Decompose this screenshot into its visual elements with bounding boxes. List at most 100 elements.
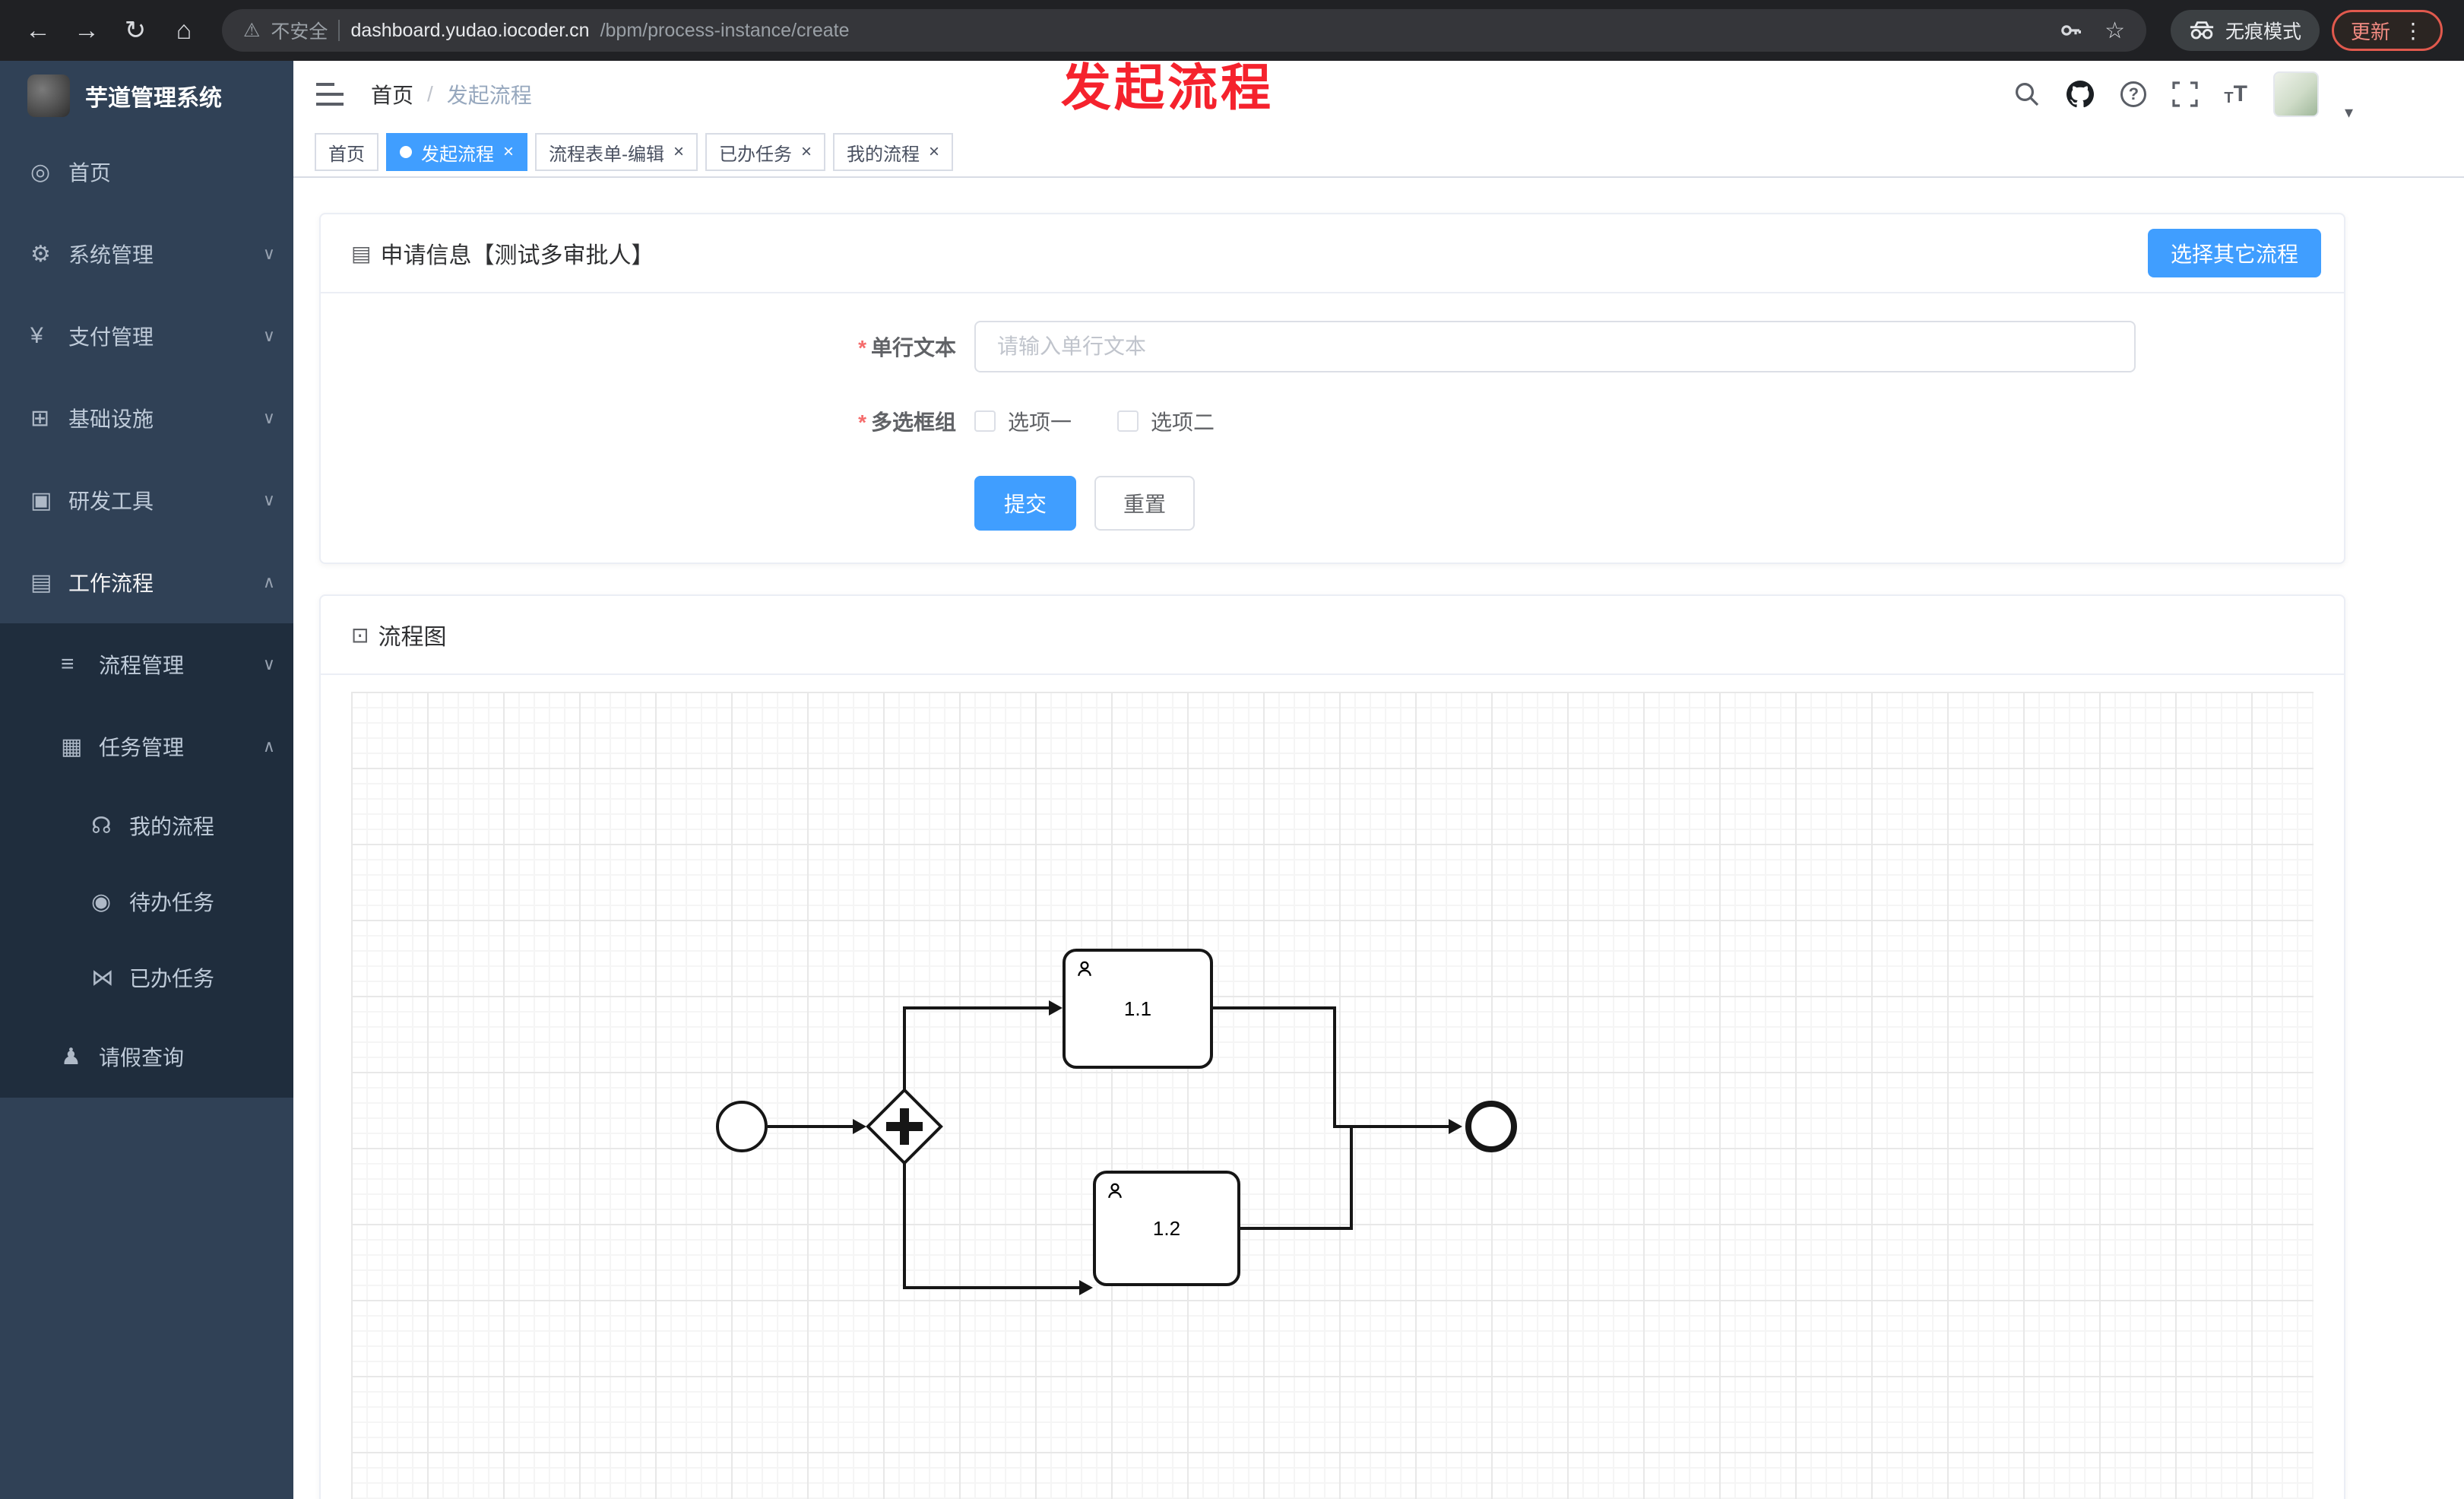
flow-diagram-card: ⊡ 流程图 bbox=[319, 594, 2345, 1499]
sidebar-item-home[interactable]: ◎ 首页 bbox=[0, 131, 293, 213]
user-task-icon bbox=[1108, 1183, 1122, 1199]
checkbox-option-1[interactable] bbox=[974, 410, 996, 432]
bpmn-start-event[interactable] bbox=[716, 1101, 768, 1152]
done-icon: ⋈ bbox=[91, 965, 114, 990]
apply-info-title: 申请信息【测试多审批人】 bbox=[380, 243, 654, 268]
checkbox-option-1-label[interactable]: 选项一 bbox=[1008, 410, 1072, 434]
close-icon[interactable]: × bbox=[801, 141, 812, 162]
sidebar-item-my-process[interactable]: ☊ 我的流程 bbox=[0, 788, 293, 864]
close-icon[interactable]: × bbox=[929, 141, 940, 162]
browser-menu-dots-icon[interactable]: ⋮ bbox=[2402, 18, 2424, 43]
address-bar[interactable]: ⚠ 不安全 dashboard.yudao.iocoder.cn/bpm/pro… bbox=[222, 9, 2146, 52]
form-row-checkbox-group: *多选框组 选项一 选项二 bbox=[321, 406, 2344, 436]
bpmn-canvas[interactable]: 1.1 1.2 bbox=[351, 692, 2314, 1499]
forward-icon[interactable]: → bbox=[74, 15, 100, 45]
sidebar-item-label: 工作流程 bbox=[68, 572, 154, 595]
sidebar-item-label: 首页 bbox=[68, 161, 112, 185]
sidebar-item-workflow[interactable]: ▤ 工作流程 ∧ bbox=[0, 541, 293, 623]
password-key-icon[interactable] bbox=[2059, 18, 2083, 43]
page-content: ▤ 申请信息【测试多审批人】 选择其它流程 *单行文本 bbox=[293, 178, 2464, 1499]
sidebar-item-todo-tasks[interactable]: ◉ 待办任务 bbox=[0, 864, 293, 940]
form-row-text: *单行文本 bbox=[321, 321, 2344, 372]
close-icon[interactable]: × bbox=[503, 141, 515, 162]
sidebar-item-leave-query[interactable]: ♟ 请假查询 bbox=[0, 1016, 293, 1098]
tab-done-tasks[interactable]: 已办任务 × bbox=[705, 133, 826, 171]
close-icon[interactable]: × bbox=[673, 141, 685, 162]
bpmn-end-event[interactable] bbox=[1465, 1101, 1517, 1152]
gear-icon: ⚙ bbox=[30, 241, 51, 267]
field-label-text: 单行文本 bbox=[870, 336, 956, 360]
tab-label: 流程表单-编辑 bbox=[549, 144, 665, 165]
chevron-down-icon: ∨ bbox=[262, 408, 275, 427]
sidebar-item-label: 基础设施 bbox=[68, 407, 154, 431]
choose-other-process-button[interactable]: 选择其它流程 bbox=[2147, 229, 2321, 277]
bpmn-user-task-2[interactable]: 1.2 bbox=[1093, 1171, 1240, 1286]
url-path: /bpm/process-instance/create bbox=[600, 19, 850, 41]
sidebar-item-label: 待办任务 bbox=[129, 891, 215, 914]
checkbox-option-2[interactable] bbox=[1117, 410, 1139, 432]
sidebar-item-label: 支付管理 bbox=[68, 325, 154, 349]
avatar[interactable] bbox=[2272, 71, 2319, 117]
back-icon[interactable]: ← bbox=[25, 15, 51, 45]
sequence-flow bbox=[1333, 1125, 1452, 1128]
bpmn-user-task-1[interactable]: 1.1 bbox=[1063, 949, 1213, 1069]
breadcrumb-home[interactable]: 首页 bbox=[371, 84, 414, 107]
apply-form: *单行文本 *多选框组 选项一 选项二 bbox=[321, 293, 2344, 563]
tab-my-process[interactable]: 我的流程 × bbox=[833, 133, 954, 171]
sidebar-item-payment[interactable]: ¥ 支付管理 ∨ bbox=[0, 295, 293, 377]
sequence-flow bbox=[903, 1163, 906, 1289]
tab-home[interactable]: 首页 bbox=[315, 133, 378, 171]
annotation-title: 发起流程 bbox=[1061, 59, 1274, 116]
apply-info-card: ▤ 申请信息【测试多审批人】 选择其它流程 *单行文本 bbox=[319, 213, 2345, 564]
chevron-up-icon: ∧ bbox=[262, 572, 275, 591]
menu-fold-icon[interactable] bbox=[316, 83, 347, 106]
sidebar-item-system[interactable]: ⚙ 系统管理 ∨ bbox=[0, 213, 293, 295]
bookmark-star-icon[interactable]: ☆ bbox=[2105, 17, 2125, 43]
single-line-text-label: *单行文本 bbox=[321, 331, 974, 362]
update-label: 更新 bbox=[2350, 20, 2390, 43]
app-title: 芋道管理系统 bbox=[85, 86, 222, 111]
search-icon[interactable] bbox=[2014, 81, 2040, 107]
not-secure-label: 不安全 bbox=[271, 21, 328, 43]
github-icon[interactable] bbox=[2066, 80, 2095, 109]
tab-start-process[interactable]: 发起流程 × bbox=[386, 133, 528, 171]
tab-form-edit[interactable]: 流程表单-编辑 × bbox=[535, 133, 698, 171]
fullscreen-icon[interactable] bbox=[2172, 81, 2199, 107]
active-tab-dot bbox=[400, 146, 412, 158]
eye-icon: ◉ bbox=[91, 889, 112, 914]
reset-button[interactable]: 重置 bbox=[1094, 476, 1195, 531]
sidebar-item-label: 流程管理 bbox=[99, 654, 185, 677]
list-icon: ≡ bbox=[61, 651, 74, 677]
submit-button[interactable]: 提交 bbox=[974, 476, 1076, 531]
sidebar-item-process-management[interactable]: ≡ 流程管理 ∨ bbox=[0, 623, 293, 705]
home-icon[interactable]: ⌂ bbox=[176, 15, 192, 45]
breadcrumb-separator: / bbox=[427, 82, 433, 106]
sidebar-item-done-tasks[interactable]: ⋈ 已办任务 bbox=[0, 940, 293, 1016]
refresh-icon[interactable]: ↻ bbox=[124, 16, 147, 45]
parallel-gateway-plus-icon bbox=[900, 1108, 909, 1145]
toolbox-icon: ▣ bbox=[30, 487, 52, 513]
flow-diagram-card-header: ⊡ 流程图 bbox=[321, 596, 2344, 675]
sidebar-item-infrastructure[interactable]: ⊞ 基础设施 ∨ bbox=[0, 377, 293, 459]
chrome-update-button[interactable]: 更新 ⋮ bbox=[2331, 10, 2443, 51]
sequence-flow bbox=[903, 1286, 1081, 1289]
tab-label: 已办任务 bbox=[719, 144, 793, 165]
sidebar-item-task-management[interactable]: ▦ 任务管理 ∧ bbox=[0, 705, 293, 788]
help-icon[interactable]: ? bbox=[2120, 81, 2147, 107]
headset-icon: ☊ bbox=[91, 813, 112, 838]
checkbox-option-2-label[interactable]: 选项二 bbox=[1151, 410, 1215, 434]
sequence-flow bbox=[903, 1006, 1052, 1009]
app-logo[interactable]: 芋道管理系统 bbox=[0, 61, 293, 131]
browser-chrome: ← → ↻ ⌂ ⚠ 不安全 dashboard.yudao.iocoder.cn… bbox=[0, 0, 2464, 61]
single-line-text-input[interactable] bbox=[974, 321, 2136, 372]
person-icon: ♟ bbox=[61, 1044, 81, 1070]
sidebar-item-devtools[interactable]: ▣ 研发工具 ∨ bbox=[0, 459, 293, 541]
incognito-label: 无痕模式 bbox=[2225, 21, 2301, 43]
yen-icon: ¥ bbox=[30, 323, 43, 348]
avatar-caret-icon[interactable]: ▾ bbox=[2344, 103, 2353, 122]
form-actions: 提交 重置 bbox=[321, 476, 2344, 531]
sidebar-item-label: 已办任务 bbox=[129, 967, 215, 990]
sequence-flow-arrowhead bbox=[1449, 1119, 1462, 1134]
